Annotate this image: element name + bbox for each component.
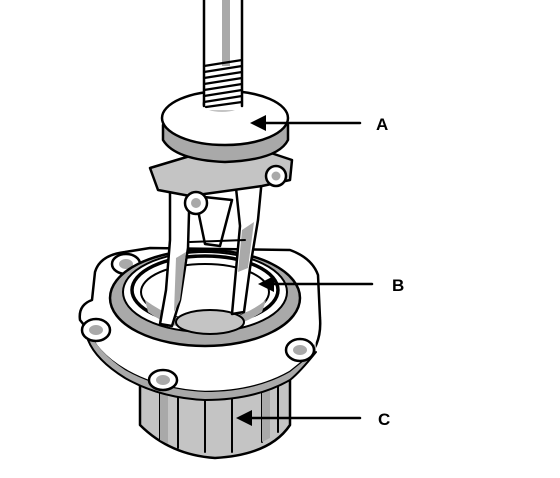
flange-bolt-hole [284,337,316,363]
jaw-pivot-bolt [264,164,288,188]
flange-bolt-hole [80,317,112,343]
housing [78,246,322,460]
jaw-pivot-bolt [183,190,209,216]
puller-head [160,89,290,164]
threaded-rod [202,0,244,110]
callout-b-label: B [392,276,404,295]
callout-b: B [258,276,404,295]
flange-bolt-hole [147,368,179,392]
bearing-race [130,254,280,335]
callout-c-label: C [378,410,390,429]
puller-jaws [148,148,294,328]
callout-a-label: A [376,115,388,134]
callout-a: A [250,115,388,134]
callout-c: C [236,410,390,429]
